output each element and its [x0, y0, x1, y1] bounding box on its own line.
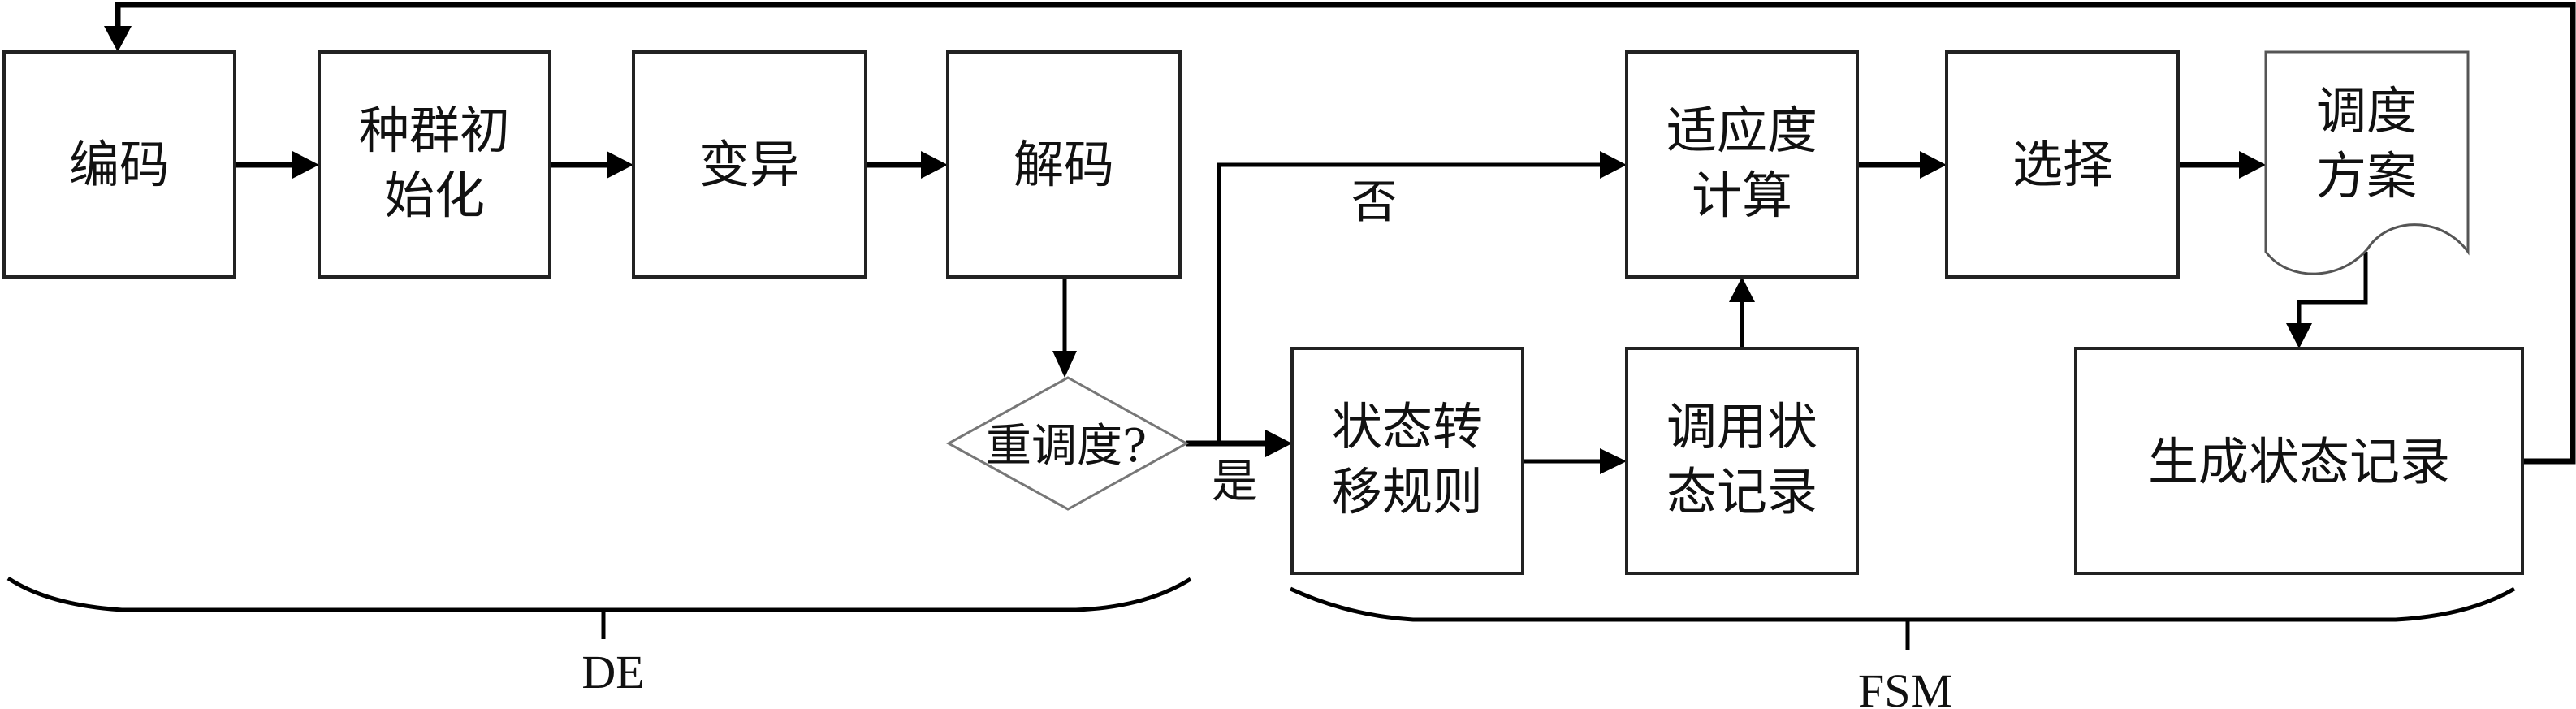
arrow-into-encode — [104, 26, 132, 52]
arrowhead — [1600, 151, 1627, 179]
node-encode[interactable]: 编码 — [2, 50, 236, 279]
edge-label-no: 否 — [1351, 176, 1397, 229]
fsm-brace — [1289, 586, 2516, 622]
de-brace — [6, 576, 1192, 612]
arrowhead — [1265, 430, 1292, 457]
arrowhead — [607, 151, 633, 179]
node-mutation-label: 变异 — [699, 135, 800, 194]
node-fitness-line1: 适应度 — [1666, 101, 1817, 160]
arrowhead — [1052, 351, 1077, 378]
node-generate-state-record-label: 生成状态记录 — [2148, 432, 2450, 491]
node-decode[interactable]: 解码 — [946, 50, 1182, 279]
group-label-de: DE — [581, 646, 644, 698]
node-reschedule-decision[interactable]: 重调度? — [945, 376, 1190, 511]
node-population-init-line1: 种群初 — [359, 101, 510, 160]
node-call-state-line1: 调用状 — [1666, 397, 1817, 456]
node-state-transfer-line1: 状态转 — [1332, 397, 1483, 456]
group-label-fsm: FSM — [1858, 664, 1952, 709]
node-generate-state-record[interactable]: 生成状态记录 — [2074, 347, 2524, 575]
node-fitness-line2: 计算 — [1692, 166, 1792, 225]
arrowhead — [2239, 151, 2266, 179]
node-mutation[interactable]: 变异 — [632, 50, 867, 279]
arrowhead — [292, 151, 319, 179]
node-fitness[interactable]: 适应度 计算 — [1625, 50, 1859, 279]
node-population-init-line2: 始化 — [384, 166, 485, 225]
node-schedule-plan[interactable]: 调度 方案 — [2264, 50, 2470, 275]
arrowhead — [1729, 277, 1755, 302]
node-population-init[interactable]: 种群初 始化 — [318, 50, 551, 279]
node-state-transfer-line2: 移规则 — [1332, 462, 1483, 521]
edge-plan-to-generate — [2297, 252, 2368, 328]
node-encode-label: 编码 — [69, 135, 170, 194]
node-selection[interactable]: 选择 — [1945, 50, 2180, 279]
node-schedule-plan-line2: 方案 — [2316, 146, 2417, 205]
node-state-transfer-rules[interactable]: 状态转 移规则 — [1290, 347, 1524, 575]
node-decode-label: 解码 — [1014, 135, 1114, 194]
arrowhead — [2286, 323, 2312, 348]
node-call-state-record[interactable]: 调用状 态记录 — [1625, 347, 1859, 575]
node-reschedule-decision-label: 重调度? — [986, 420, 1147, 473]
arrowhead — [1920, 151, 1947, 179]
arrowhead — [1600, 448, 1627, 474]
edge-label-yes: 是 — [1212, 456, 1257, 508]
node-selection-label: 选择 — [2012, 135, 2113, 194]
loop-edge-generate-to-encode — [115, 2, 2576, 465]
node-call-state-line2: 态记录 — [1666, 462, 1817, 521]
node-schedule-plan-line1: 调度 — [2316, 81, 2417, 141]
arrowhead — [921, 151, 948, 179]
